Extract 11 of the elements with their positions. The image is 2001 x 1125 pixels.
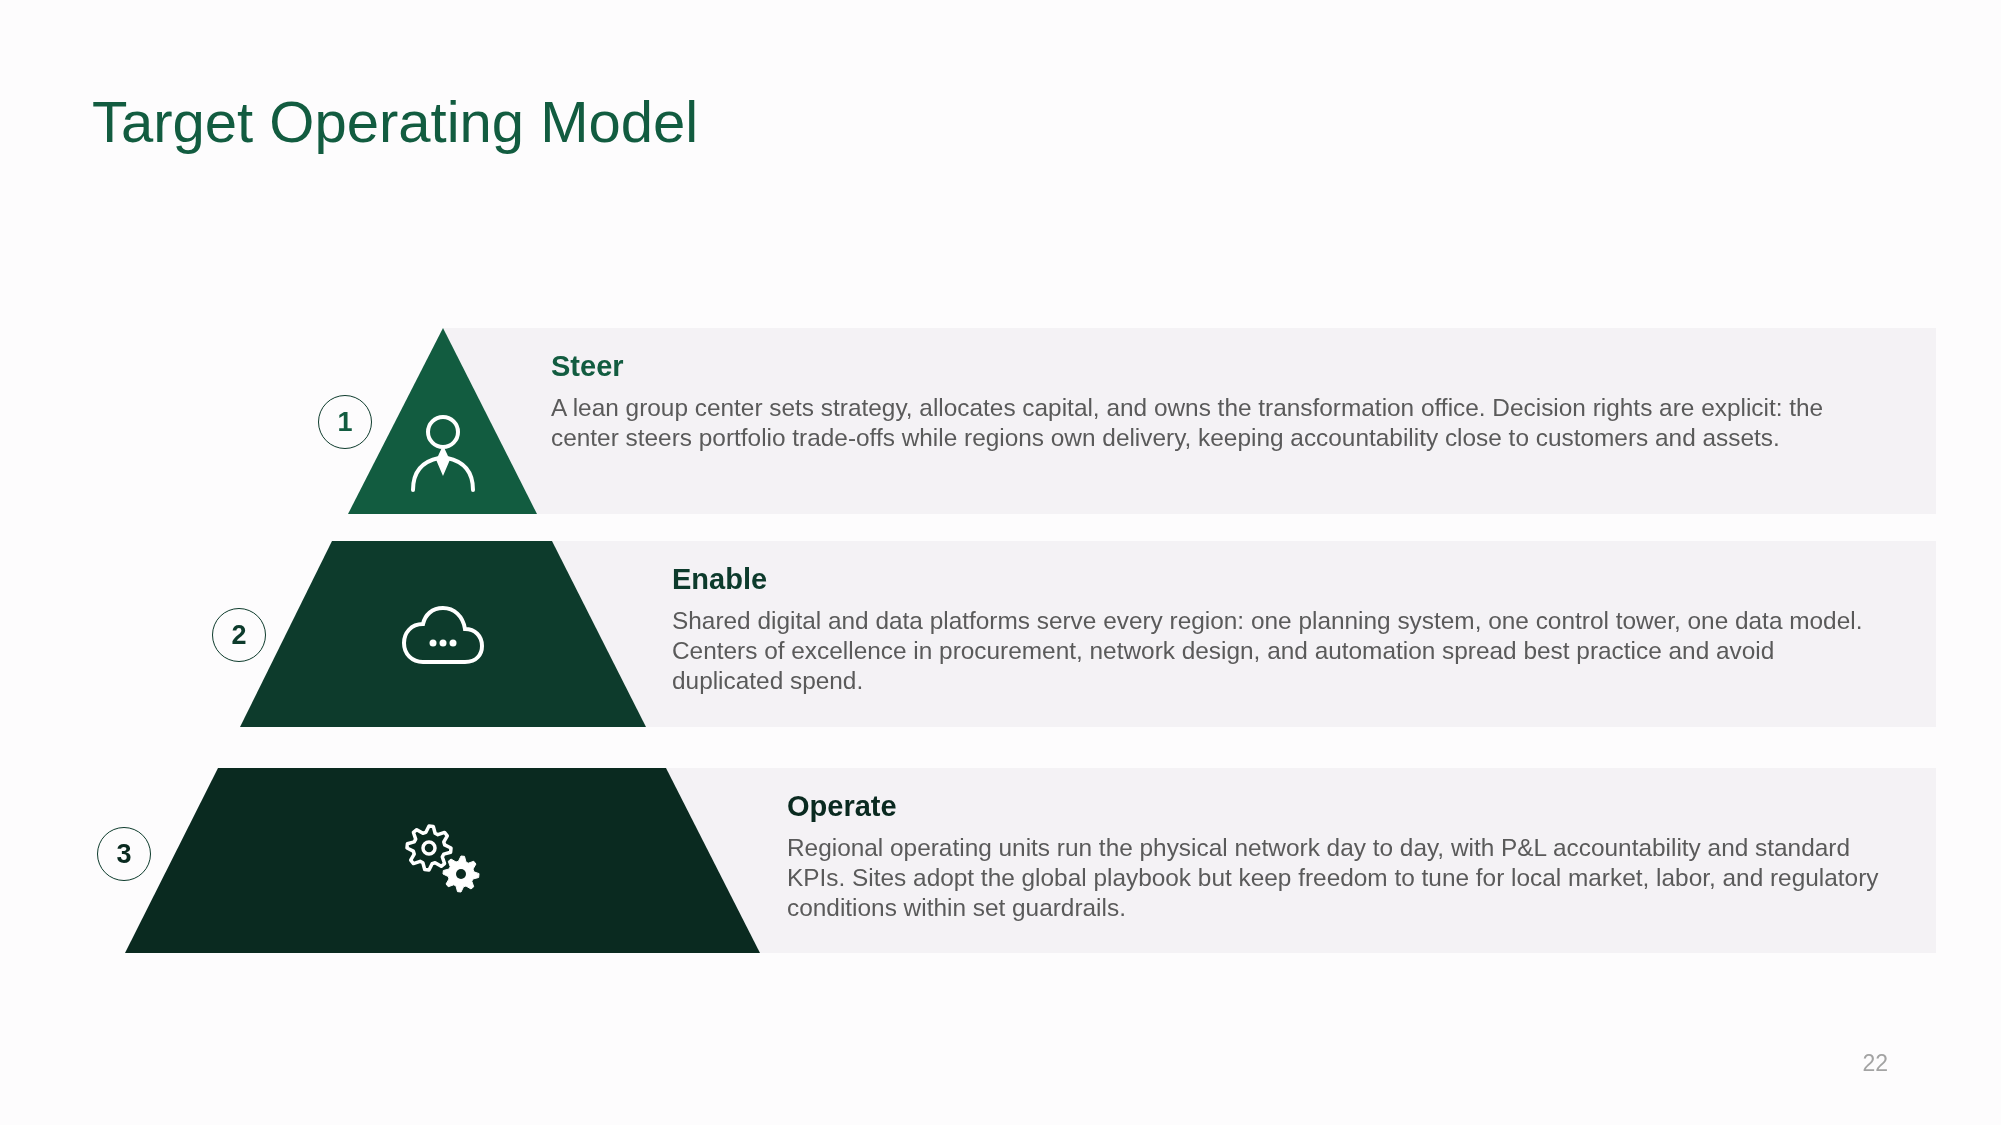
tier-heading: Steer xyxy=(551,350,625,383)
page-number: 22 xyxy=(1862,1050,1888,1077)
step-number: 3 xyxy=(97,827,151,881)
tier-description: Shared digital and data platforms serve every region: one planning system, one control tower, one data model. Centers of excellence in procurement, network design, and automation spread best practice and avoid duplicated spend. xyxy=(672,606,1864,696)
tier-heading: Enable xyxy=(672,563,769,596)
tier-description: A lean group center sets strategy, allocates capital, and owns the transformation office. Decision rights are explicit: the center steers portfolio trade-offs while regions own delivery, keeping accountability close to customers and assets. xyxy=(551,393,1825,453)
step-number: 1 xyxy=(318,395,372,449)
tier-description: Regional operating units run the physical network day to day, with P&L accountability and standard KPIs. Sites adopt the global playbook but keep freedom to tune for local market, labor, and regulatory conditions within set guardrails. xyxy=(787,833,1880,923)
slide-title: Target Operating Model xyxy=(92,88,699,155)
tier-heading: Operate xyxy=(787,790,898,823)
step-number: 2 xyxy=(212,608,266,662)
